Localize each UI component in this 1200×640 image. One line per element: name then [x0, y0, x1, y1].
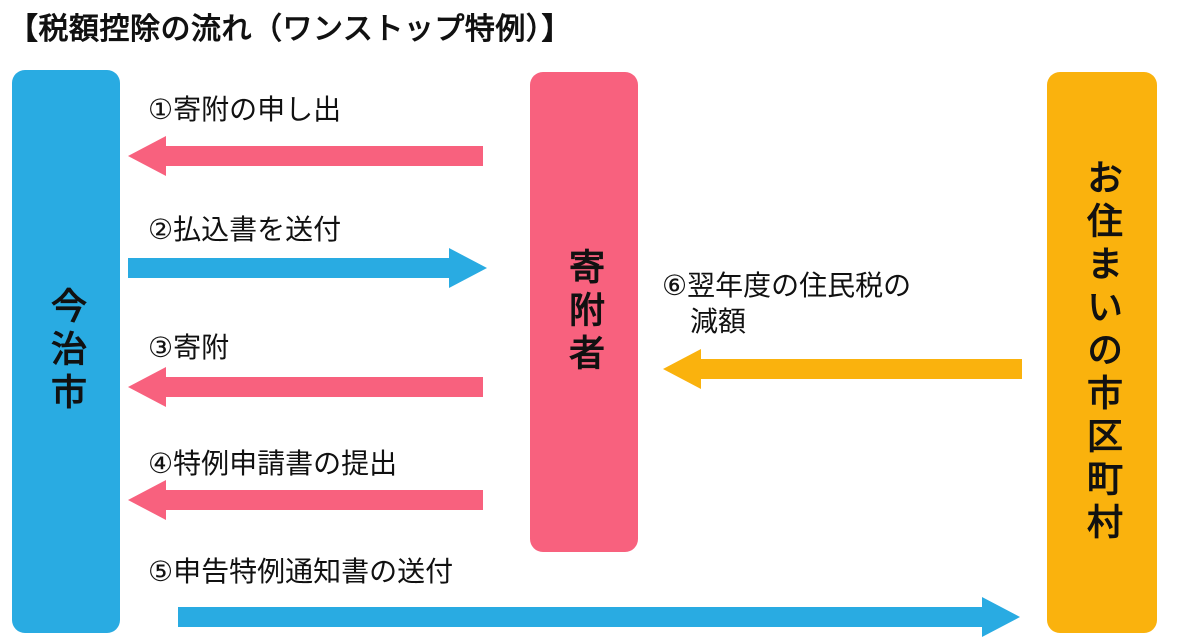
arrow-body	[165, 377, 483, 397]
arrow-body	[128, 258, 450, 278]
arrow-body	[700, 359, 1022, 379]
arrow-left-head-icon	[663, 349, 701, 389]
entity-municipality-box: お住まいの市区町村	[1047, 72, 1157, 633]
entity-imabari-label: 今治市	[46, 287, 87, 416]
arrow-left-head-icon	[128, 480, 166, 520]
arrow-left-head-icon	[128, 136, 166, 176]
flow-label-4: ④特例申請書の提出	[148, 448, 398, 479]
arrow-body	[178, 607, 983, 627]
flow-arrow-5	[178, 597, 1020, 637]
arrow-body	[165, 146, 483, 166]
entity-municipality-label: お住まいの市区町村	[1082, 159, 1123, 546]
flow-label-2: ②払込書を送付	[148, 214, 342, 245]
entity-imabari-box: 今治市	[12, 70, 120, 633]
arrow-left-head-icon	[128, 367, 166, 407]
arrow-body	[165, 490, 483, 510]
flow-arrow-1	[128, 136, 483, 176]
flow-arrow-3	[128, 367, 483, 407]
entity-donor-label: 寄附者	[564, 247, 605, 377]
arrow-right-head-icon	[449, 248, 487, 288]
entity-donor-box: 寄附者	[530, 72, 638, 552]
arrow-right-head-icon	[982, 597, 1020, 637]
flow-arrow-4	[128, 480, 483, 520]
flow-label-6: ⑥翌年度の住民税の 減額	[662, 270, 912, 338]
flow-label-3: ③寄附	[148, 332, 230, 363]
flow-arrow-2	[128, 248, 487, 288]
flow-arrow-6	[663, 349, 1022, 389]
flow-label-1: ①寄附の申し出	[148, 94, 342, 125]
diagram-title: 【税額控除の流れ（ワンストップ特例）】	[8, 13, 572, 46]
flow-label-5: ⑤申告特例通知書の送付	[148, 556, 454, 587]
